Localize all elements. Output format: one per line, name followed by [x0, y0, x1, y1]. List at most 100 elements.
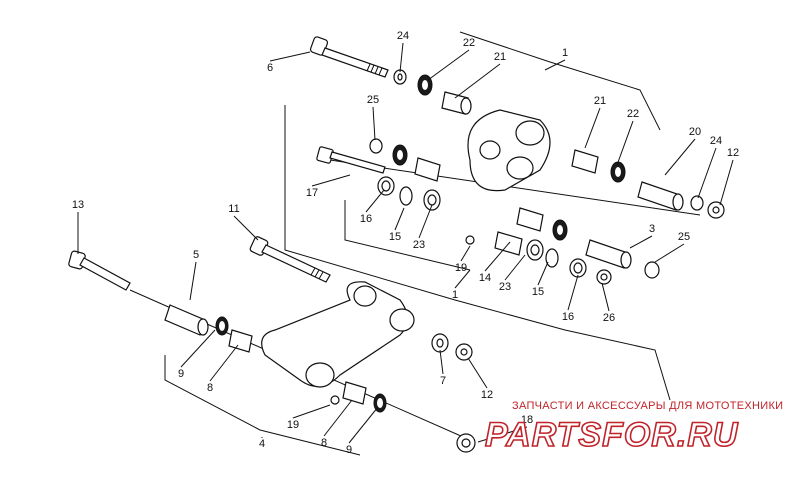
leader-line-c19a: [460, 245, 471, 262]
callout-c1a: 1: [562, 47, 568, 59]
oring-15a: [399, 186, 413, 206]
leader-line-c8a: [209, 344, 239, 382]
watermark-caption: ЗАПЧАСТИ И АКСЕССУАРЫ ДЛЯ МОТОТЕХНИКИ: [512, 400, 783, 412]
nut-12b: [455, 343, 473, 361]
leader-line-c12b: [467, 357, 488, 389]
linkage-upper: [467, 109, 551, 192]
leader-line-c20: [664, 138, 696, 176]
leader-line-c9b: [348, 406, 379, 444]
leader-line-c25b: [654, 243, 685, 263]
nut-26: [596, 269, 612, 285]
callout-c25b: 25: [678, 231, 690, 243]
leader-line-c18: [477, 426, 528, 443]
leader-line-c5: [189, 261, 197, 301]
callout-c18: 18: [521, 414, 533, 426]
washer-24a: [393, 69, 407, 85]
callout-c9a: 9: [178, 368, 184, 380]
sleeve-5: [164, 304, 209, 336]
callout-c11: 11: [228, 203, 239, 215]
callout-c12b: 12: [481, 389, 493, 401]
leader-line-c21a: [454, 63, 501, 99]
leader-line-c7: [439, 349, 444, 375]
leader-line-c19b: [292, 404, 331, 419]
callout-c1b: 1: [452, 289, 458, 301]
callout-c8a: 8: [207, 382, 213, 394]
callout-c25a: 25: [367, 94, 379, 106]
watermark: ЗАПЧАСТИ И АКСЕССУАРЫ ДЛЯ МОТОТЕХНИКИ PA…: [484, 400, 783, 455]
leader-line-c8b: [323, 399, 353, 437]
sleeve-20: [637, 181, 684, 211]
callout-c3: 3: [649, 223, 655, 235]
washer-23a: [423, 189, 441, 211]
grease-nipple-19b: [330, 395, 340, 405]
callout-c24a: 24: [397, 30, 409, 42]
callout-c17: 17: [306, 187, 318, 199]
callout-c15a: 15: [389, 231, 401, 243]
leader-line-c22b: [616, 120, 634, 166]
callout-c22a: 22: [463, 37, 475, 49]
leader-line-c9a: [180, 329, 216, 368]
leader-line-c17: [311, 174, 351, 187]
leader-line-c1a: [544, 59, 566, 71]
callout-c22b: 22: [627, 108, 639, 120]
leader-line-c1b: [454, 269, 471, 289]
leader-line-c14: [484, 241, 511, 272]
washer-24b: [690, 195, 704, 211]
leader-line-c15b: [537, 261, 549, 286]
leader-line-c21b: [584, 107, 601, 149]
bushing-21c: [571, 149, 599, 174]
washer-7: [431, 333, 449, 353]
washer-25a: [369, 138, 383, 154]
leader-line-c24b: [697, 147, 717, 199]
leader-line-c16b: [567, 274, 579, 311]
callout-c16b: 16: [562, 311, 574, 323]
callout-c15b: 15: [532, 286, 544, 298]
bolt-17: [316, 146, 386, 174]
bushing-8a: [228, 329, 253, 353]
axis-line-right: [329, 159, 701, 216]
leader-line-c16a: [365, 189, 385, 213]
callout-c7: 7: [440, 375, 446, 387]
washer-23b: [526, 239, 544, 261]
callout-layer: 1134567889911121213141515161617181919202…: [72, 30, 739, 456]
sleeve-3: [585, 239, 632, 269]
bearing-22c: [610, 161, 626, 183]
leader-line-c25a: [372, 106, 376, 141]
callout-c16a: 16: [360, 213, 372, 225]
seal-16b: [569, 258, 587, 278]
bolt-11: [249, 236, 331, 283]
leader-line-c23a: [418, 204, 433, 239]
leader-line-c3: [629, 235, 653, 249]
leader-line-c6: [269, 51, 311, 62]
callout-c9b: 9: [346, 444, 352, 456]
leader-line-c15a: [394, 207, 405, 231]
callout-c19b: 19: [287, 419, 299, 431]
bolt-6: [309, 36, 389, 78]
callout-c21a: 21: [494, 51, 506, 63]
callout-c5: 5: [193, 249, 199, 261]
grease-nipple-19a: [465, 235, 475, 245]
leader-line-c23b: [504, 254, 526, 281]
leader-line-c11: [233, 215, 259, 241]
callout-c6: 6: [267, 62, 273, 74]
bushing-8b: [342, 381, 367, 405]
nut-18: [456, 433, 476, 453]
oring-15b: [545, 248, 559, 268]
callout-c12a: 12: [727, 147, 739, 159]
bearing-22d: [552, 219, 568, 241]
leader-line-c24a: [399, 42, 404, 73]
bearing-9a: [215, 316, 229, 336]
bushing-21d: [516, 207, 544, 232]
assembly-frame-mid: [344, 200, 471, 271]
callout-c21b: 21: [594, 95, 606, 107]
washer-25b: [644, 261, 660, 279]
callout-c19a: 19: [455, 262, 467, 274]
assembly-bracket-bottom: [164, 355, 361, 456]
bushing-21a: [441, 91, 472, 115]
callout-c8b: 8: [321, 437, 327, 449]
leader-line-c22a: [427, 49, 470, 81]
callout-c23a: 23: [413, 239, 425, 251]
seal-16a: [377, 176, 395, 196]
